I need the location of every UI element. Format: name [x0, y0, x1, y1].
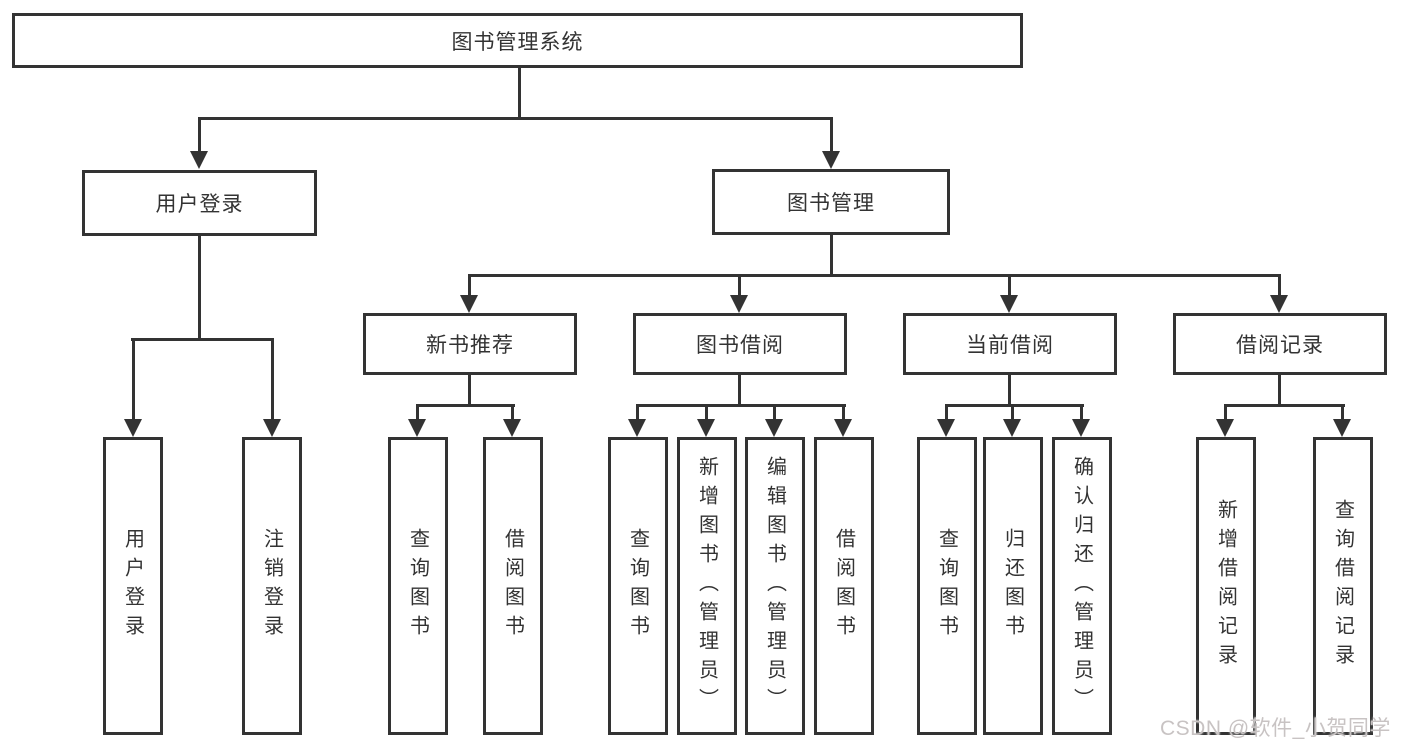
arrow-down-icon: [503, 404, 521, 437]
connector-hline: [198, 117, 833, 120]
connector-hline: [945, 404, 1084, 407]
csdn-watermark: CSDN @软件_小贺同学: [1160, 717, 1391, 740]
leaf-user-login: 用户登录: [103, 437, 163, 735]
leaf-logout: 注销登录: [242, 437, 302, 735]
connector-hline: [636, 404, 846, 407]
arrow-down-icon: [822, 117, 840, 169]
node-book-borrow: 图书借阅: [633, 313, 847, 375]
leaf-newbooks-query-books: 查询图书: [388, 437, 448, 735]
leaf-borrow-add-books-admin: 新增图书（管理员）: [677, 437, 737, 735]
leaf-borrow-borrow-books: 借阅图书: [814, 437, 874, 735]
leaf-records-query-record: 查询借阅记录: [1313, 437, 1373, 735]
connector-hline: [131, 338, 274, 341]
connector-hline: [468, 274, 1281, 277]
leaf-current-confirm-return-admin: 确认归还（管理员）: [1052, 437, 1112, 735]
arrow-down-icon: [937, 404, 955, 437]
leaf-borrow-query-books: 查询图书: [608, 437, 668, 735]
arrow-down-icon: [1000, 274, 1018, 313]
arrow-down-icon: [834, 404, 852, 437]
connector-vline: [468, 375, 471, 406]
arrow-down-icon: [1270, 274, 1288, 313]
arrow-down-icon: [190, 117, 208, 169]
arrow-down-icon: [460, 274, 478, 313]
node-library-system: 图书管理系统: [12, 13, 1023, 68]
node-borrow-records: 借阅记录: [1173, 313, 1387, 375]
arrow-down-icon: [697, 404, 715, 437]
arrow-down-icon: [765, 404, 783, 437]
arrow-down-icon: [408, 404, 426, 437]
leaf-current-return-books: 归还图书: [983, 437, 1043, 735]
arrow-down-icon: [124, 338, 142, 437]
connector-vline: [830, 235, 833, 276]
arrow-down-icon: [263, 338, 281, 437]
node-new-book-recommend: 新书推荐: [363, 313, 577, 375]
connector-vline: [518, 67, 521, 119]
leaf-records-add-record: 新增借阅记录: [1196, 437, 1256, 735]
node-current-borrow: 当前借阅: [903, 313, 1117, 375]
arrow-down-icon: [628, 404, 646, 437]
connector-vline: [1008, 375, 1011, 406]
leaf-current-query-books: 查询图书: [917, 437, 977, 735]
arrow-down-icon: [730, 274, 748, 313]
arrow-down-icon: [1003, 404, 1021, 437]
connector-vline: [198, 236, 201, 340]
leaf-borrow-edit-books-admin: 编辑图书（管理员）: [745, 437, 805, 735]
connector-vline: [738, 375, 741, 406]
arrow-down-icon: [1072, 404, 1090, 437]
leaf-newbooks-borrow-books: 借阅图书: [483, 437, 543, 735]
node-book-management: 图书管理: [712, 169, 950, 235]
node-user-login: 用户登录: [82, 170, 317, 236]
connector-hline: [1224, 404, 1345, 407]
arrow-down-icon: [1216, 404, 1234, 437]
connector-vline: [1278, 375, 1281, 406]
connector-hline: [417, 404, 515, 407]
arrow-down-icon: [1333, 404, 1351, 437]
